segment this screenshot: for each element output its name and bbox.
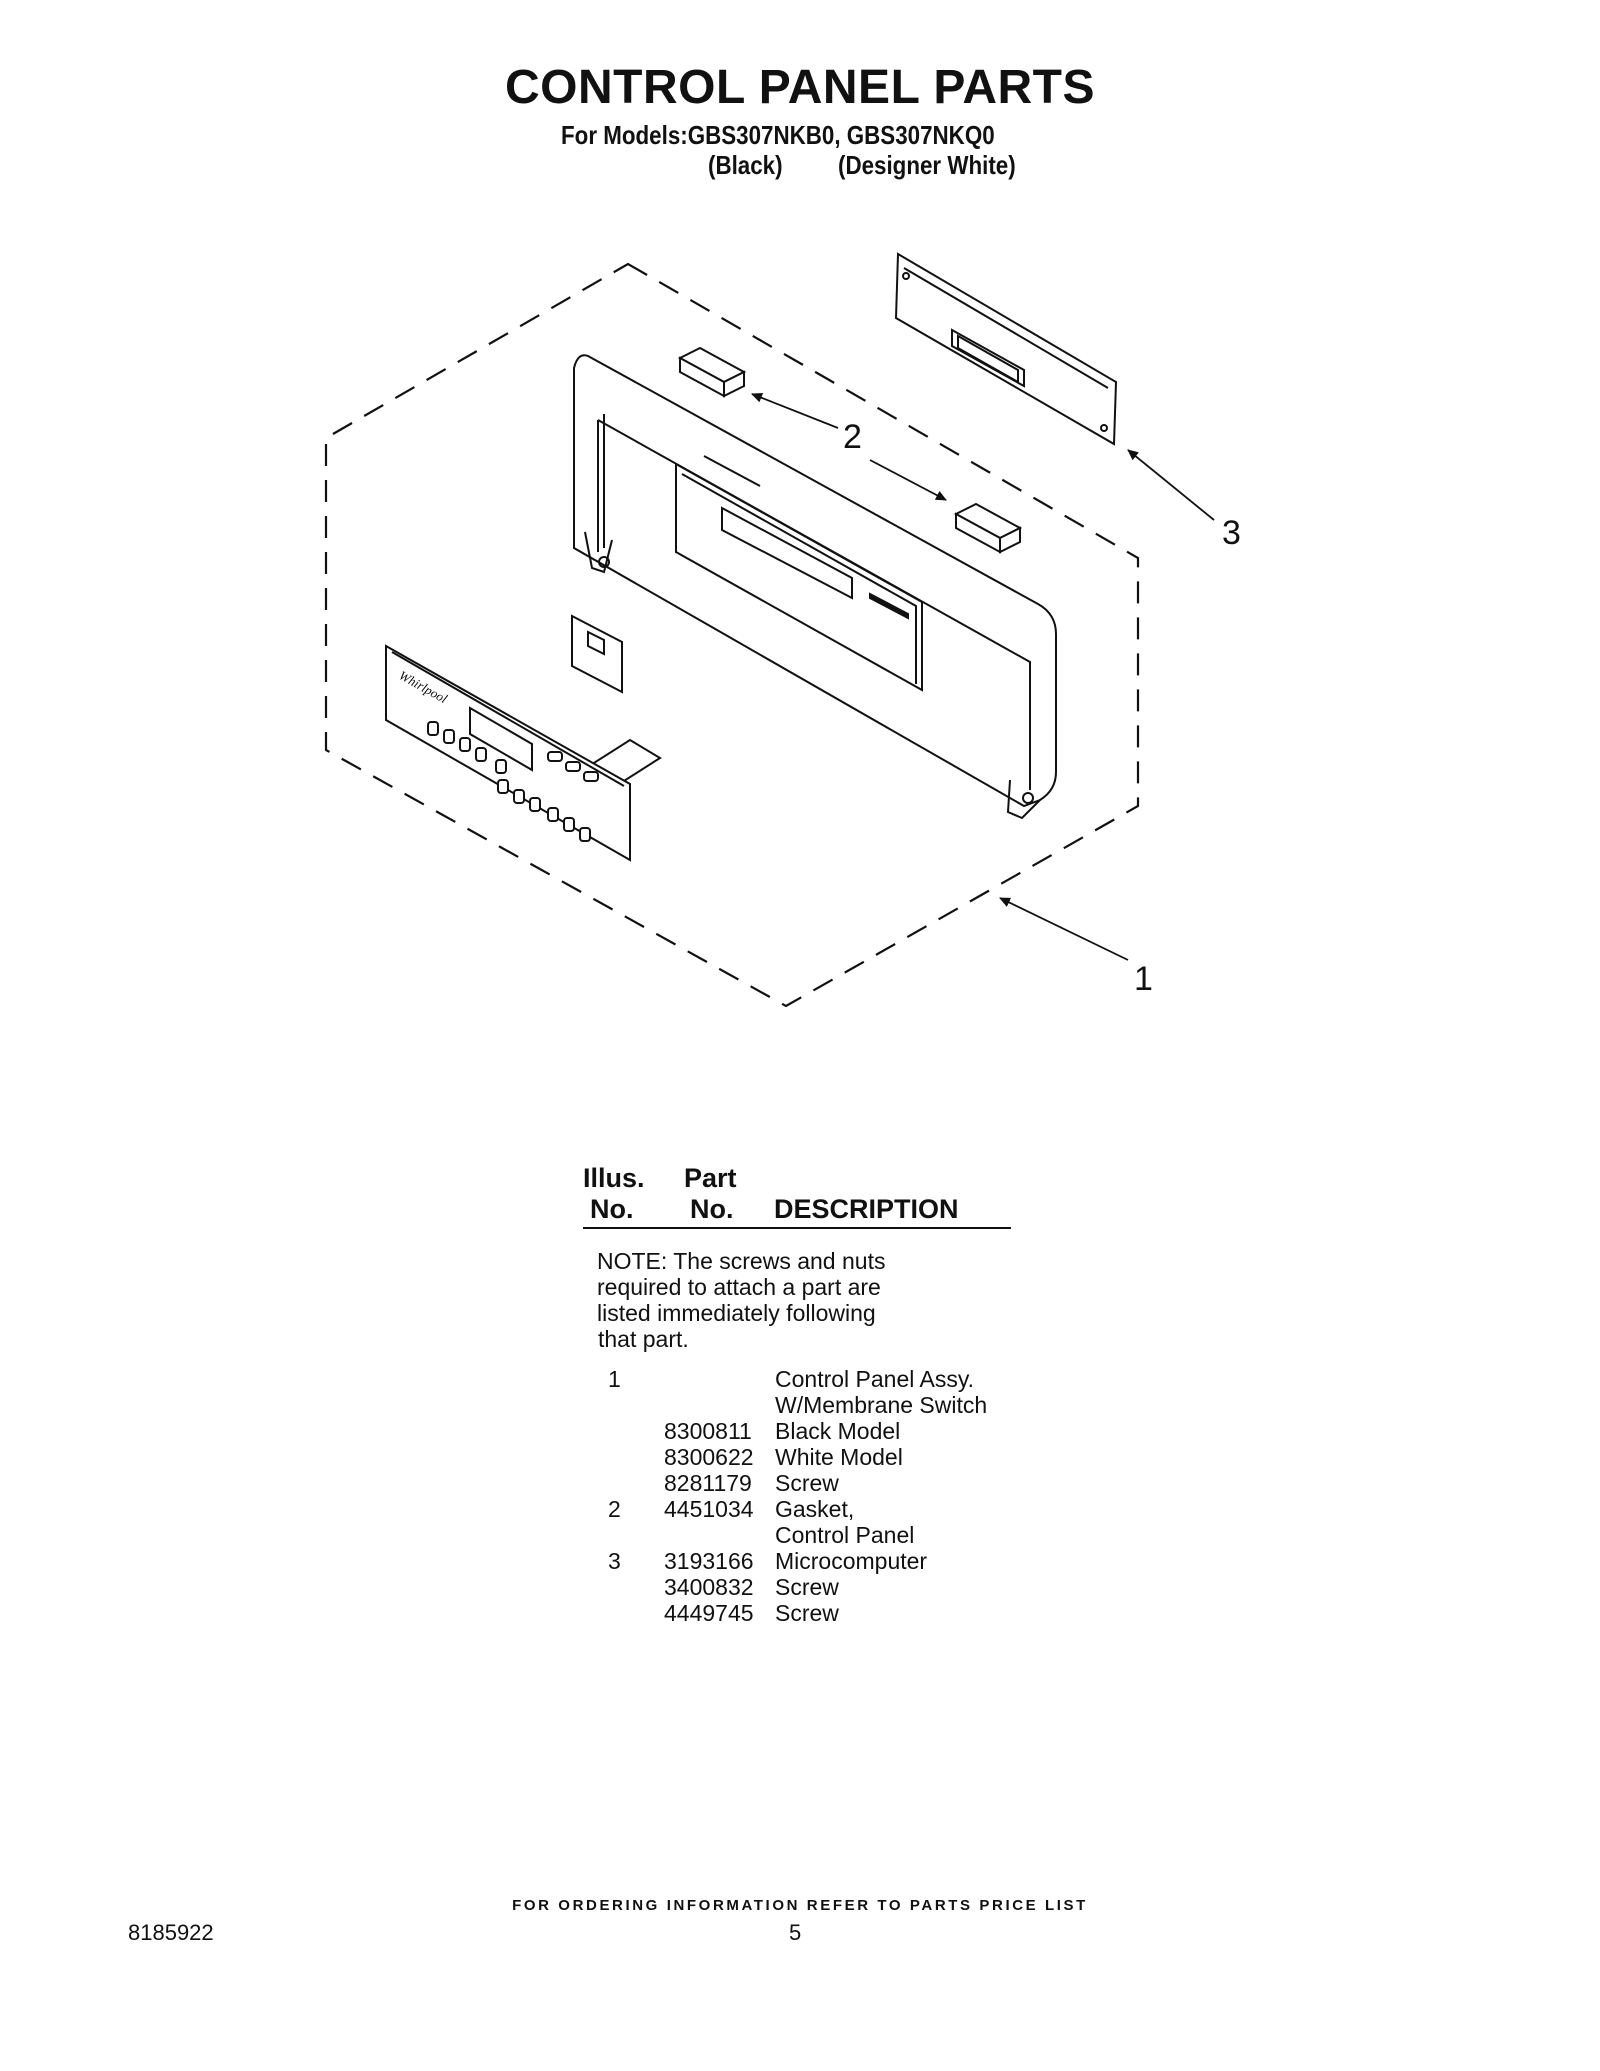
document-number: 8185922	[128, 1920, 214, 1945]
callout-1: 1	[1134, 960, 1153, 998]
part-description: Screw	[775, 1600, 839, 1626]
illus-number: 3	[608, 1548, 621, 1574]
part-description: Screw	[775, 1470, 839, 1496]
illus-number: 1	[608, 1366, 621, 1392]
part-number: 8300811	[664, 1418, 752, 1444]
part-number: 3193166	[664, 1548, 754, 1574]
part-number: 4451034	[664, 1496, 754, 1522]
part-description: W/Membrane Switch	[775, 1392, 988, 1418]
leader-lines	[751, 393, 1215, 961]
part-description: Gasket,	[775, 1496, 855, 1522]
callout-2: 2	[843, 418, 862, 456]
color-black-label: (Black)	[708, 150, 783, 180]
header-rule	[583, 1227, 1011, 1229]
ordering-note: FOR ORDERING INFORMATION REFER TO PARTS …	[512, 1897, 1088, 1914]
note-line: NOTE: The screws and nuts	[597, 1248, 886, 1274]
part-description: White Model	[775, 1444, 903, 1470]
part-description: Microcomputer	[775, 1548, 928, 1574]
gasket-top	[677, 346, 747, 398]
header-illus-top: Illus.	[583, 1163, 645, 1193]
note-line: required to attach a part are	[597, 1274, 881, 1300]
header-description: DESCRIPTION	[774, 1194, 959, 1224]
membrane-switch-overlay: Whirlpool	[385, 644, 662, 862]
part-number: 3400832	[664, 1574, 754, 1600]
control-panel-frame	[573, 354, 1057, 820]
note-line: that part.	[598, 1326, 689, 1352]
part-number: 4449745	[664, 1600, 754, 1626]
part-description: Control Panel Assy.	[775, 1366, 975, 1392]
part-description: Black Model	[775, 1418, 901, 1444]
color-white-label: (Designer White)	[838, 150, 1016, 180]
illus-number: 2	[608, 1496, 621, 1522]
microcomputer-board	[894, 252, 1118, 446]
gasket-bottom	[953, 502, 1023, 554]
page-title: CONTROL PANEL PARTS	[505, 61, 1095, 114]
note-line: listed immediately following	[597, 1300, 876, 1326]
part-number: 8300622	[664, 1444, 754, 1470]
membrane-buttons	[427, 721, 599, 842]
header-illus-bottom: No.	[590, 1194, 634, 1224]
header-part-bottom: No.	[690, 1194, 734, 1224]
exploded-parts-diagram: Whirlpool 1 2 3	[324, 252, 1241, 1008]
models-line: For Models:GBS307NKB0, GBS307NKQ0	[561, 120, 995, 150]
part-description: Control Panel	[775, 1522, 915, 1548]
assembly-outline	[324, 262, 1140, 1008]
header-part-top: Part	[684, 1163, 737, 1193]
part-description: Screw	[775, 1574, 839, 1600]
membrane-insulator	[571, 614, 623, 694]
part-number: 8281179	[664, 1470, 752, 1496]
callout-3: 3	[1222, 514, 1241, 552]
page-number: 5	[789, 1920, 802, 1945]
